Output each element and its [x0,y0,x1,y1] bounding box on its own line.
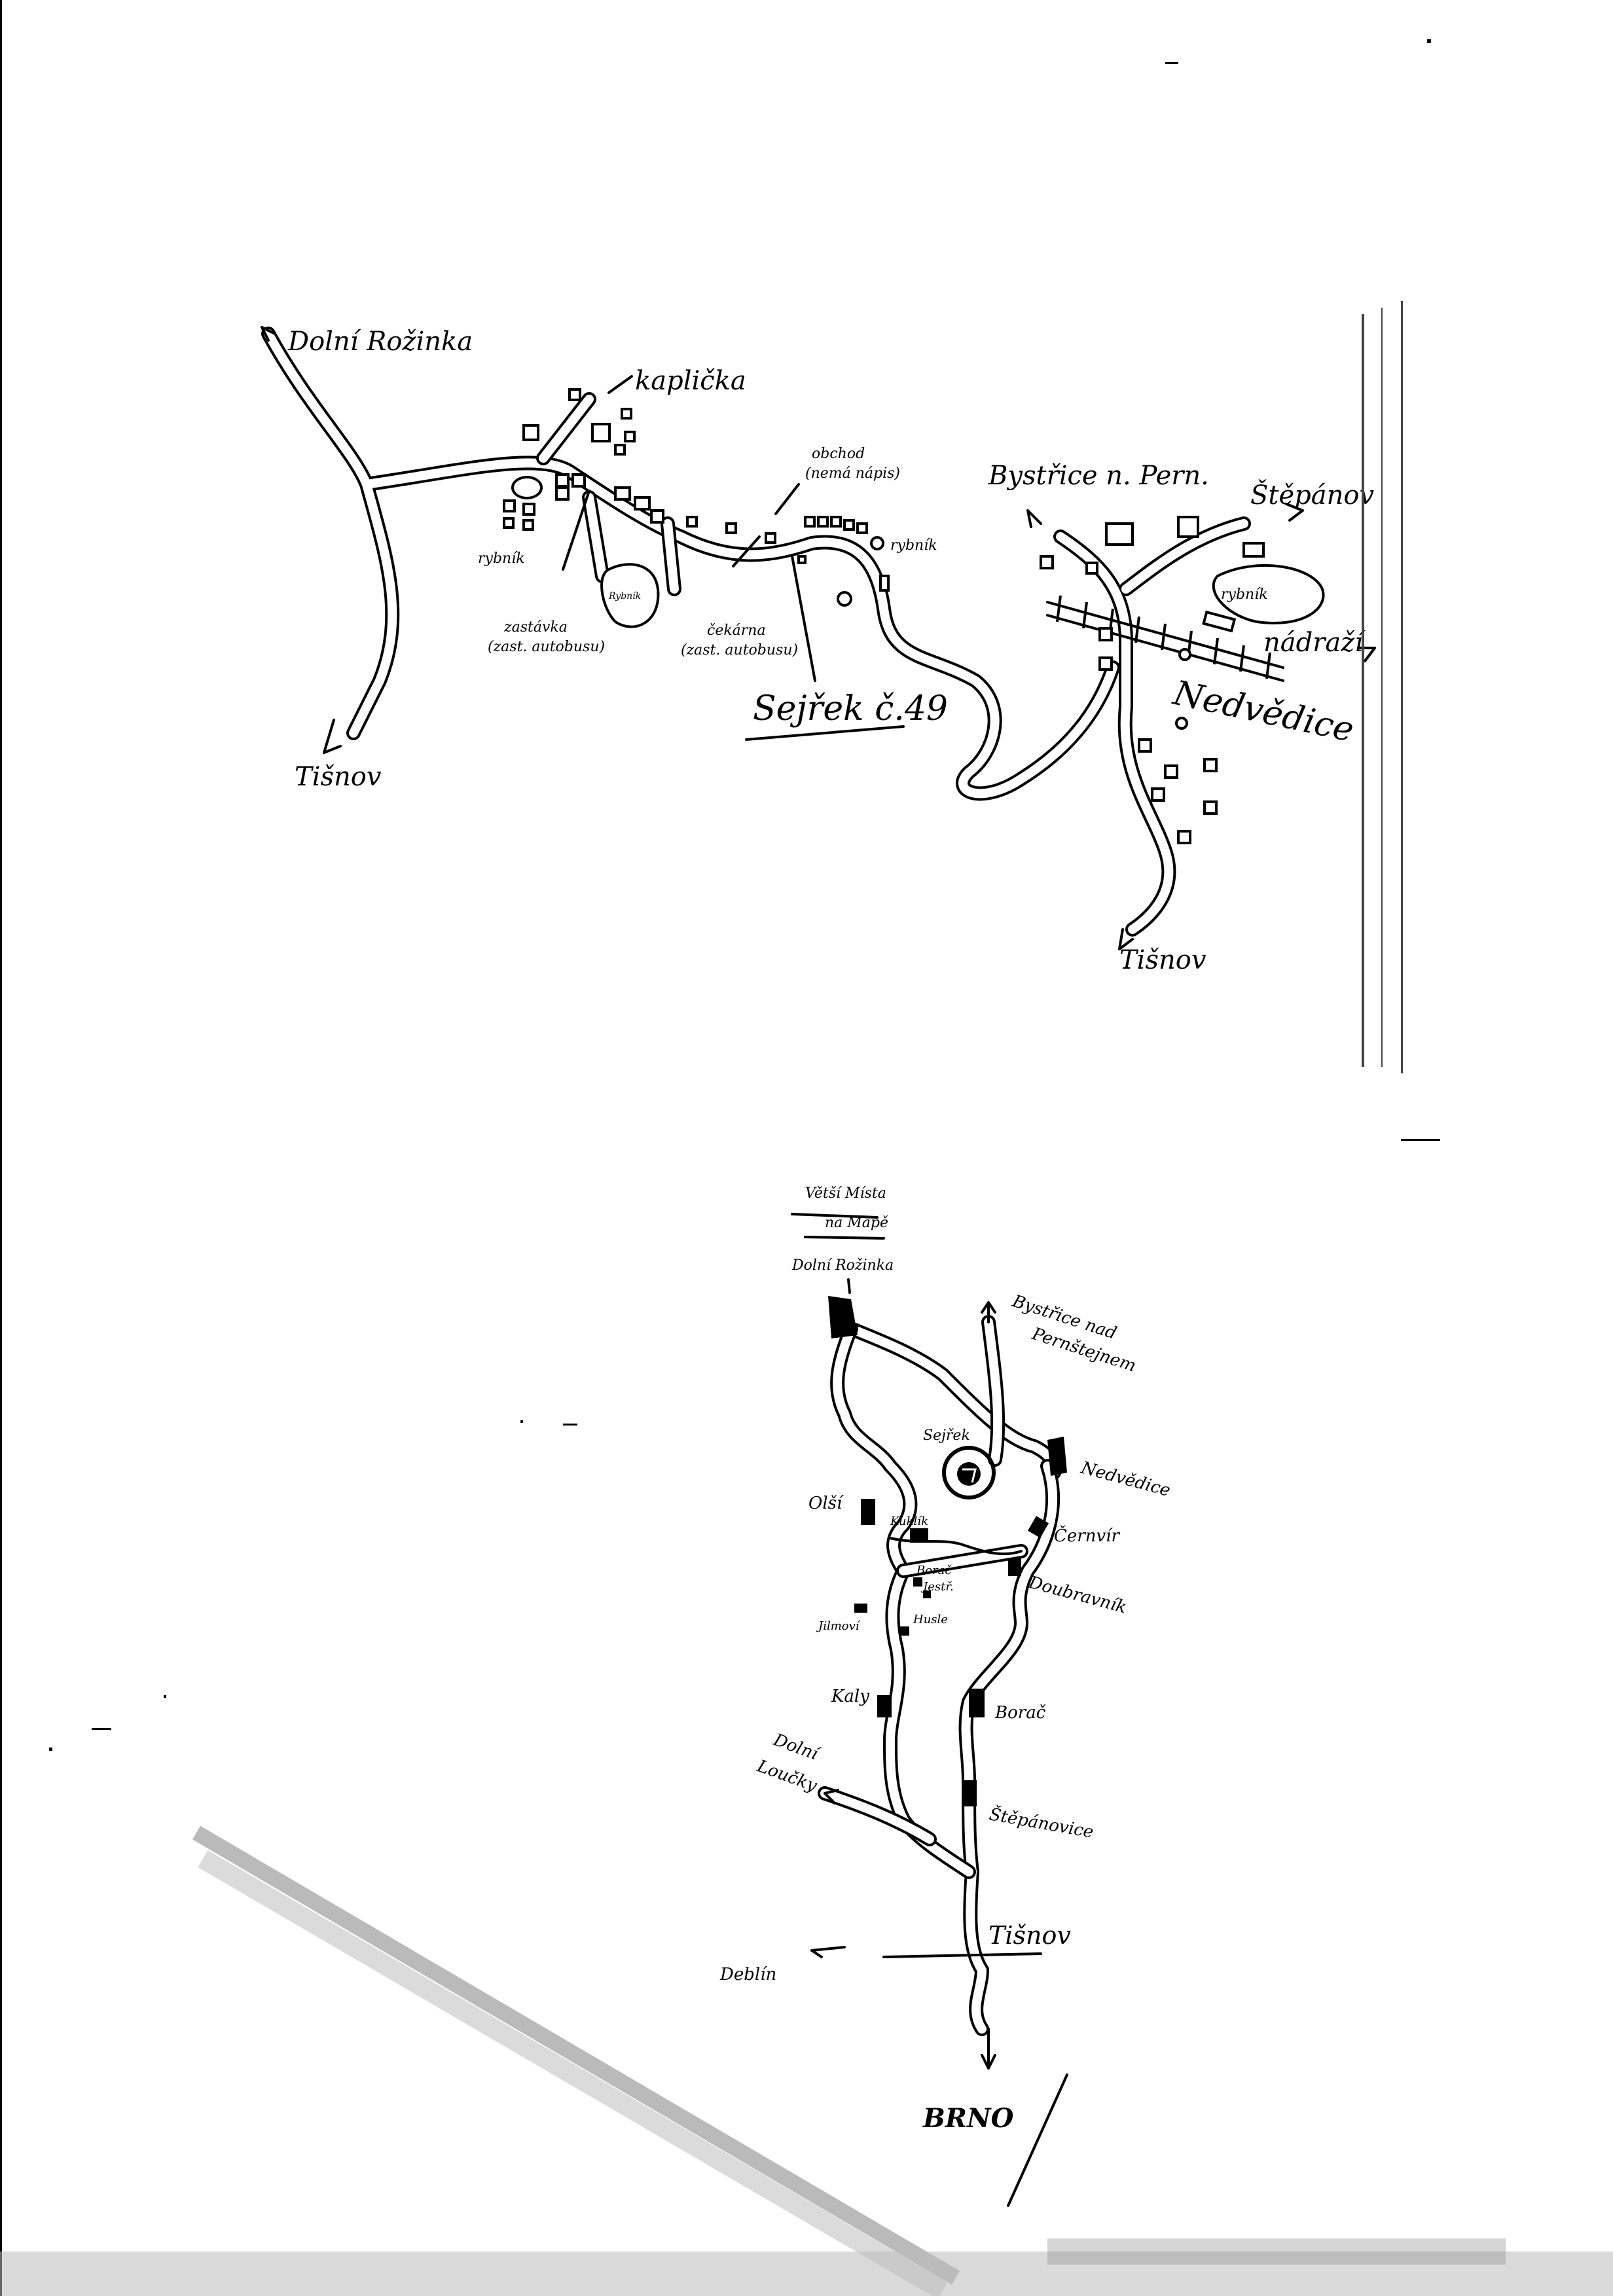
label-jilmovi: Jilmoví [816,1619,861,1633]
bottom-map: Větší Místa na Mapě Dolní Rožinka Bystři… [49,1185,1172,2207]
label-dolni-loucky: Dolní [770,1730,823,1765]
label-kaplicka: kaplička [635,366,746,396]
label-cerrnvir: Černvír [1054,1525,1120,1546]
arrow-north-icon [847,1278,851,1294]
label-nedvedice-b: Nedvědice [1078,1458,1172,1501]
label-header-1: Větší Místa [805,1185,886,1202]
arrow-nadrazi-icon [1357,647,1376,662]
houses-top [503,388,1265,844]
label-nadrazi: nádraží [1263,628,1366,658]
main-road-top [261,327,1120,801]
sejrek-marker [942,1446,996,1499]
label-zastavka-2-note: (zast. autobusu) [681,642,798,658]
label-kuklik: Kuklík [890,1515,928,1528]
label-kaly: Kaly [831,1687,869,1706]
arrow-brno-icon [981,2028,996,2070]
label-local-2: Jestř. [920,1580,954,1594]
label-zastavka-1: zastávka [503,619,568,636]
label-obchod: obchod [812,446,865,462]
label-brno: BRNO [922,2103,1014,2134]
railway-line [1046,601,1284,669]
label-tisnov-b: Tišnov [988,1921,1071,1950]
label-olsi: Olší [808,1494,844,1513]
top-map: Dolní Rožinka kaplička obchod (nemá nápi… [261,301,1403,1073]
arrow-bystrice-icon [981,1301,996,1323]
label-sejrek-b: Sejřek [923,1427,970,1444]
label-borac: Borač [994,1703,1046,1723]
label-rybnik-mid: rybník [890,537,937,554]
label-sejrek: Sejřek č.49 [753,689,948,728]
label-rybnik-pond: Rybník [608,591,641,601]
label-doubravnik: Doubravník [1026,1573,1129,1618]
label-stepanovice: Štěpánovice [988,1803,1095,1842]
arrow-doblin-icon [810,1946,846,1958]
label-zastavka-2: čekárna [707,622,766,639]
arrow-up-icon [261,326,276,342]
arrow-down-icon [1118,928,1134,950]
arrow-up-left-icon [1026,509,1042,528]
label-doblin: Deblín [719,1965,776,1984]
road-doblin-line [882,1952,1042,1958]
arrow-right-icon [1285,503,1304,522]
arrow-loucky-icon [824,1789,839,1804]
pond-right [1212,564,1325,624]
village-markers [828,1296,1067,1806]
label-husle: Husle [913,1613,948,1626]
label-tisnov-left: Tišnov [295,762,382,792]
label-tisnov-right: Tišnov [1119,945,1206,975]
label-stepanov: Štěpánov [1250,480,1374,511]
label-bystrice: Bystřice n. Pern. [988,461,1209,491]
label-dolni-rozinka: Dolní Rožinka [287,327,473,357]
pond-left [511,476,543,499]
label-rybnik-right: rybník [1221,586,1268,603]
label-rybnik-left: rybník [478,550,525,567]
arrow-down-left-icon [323,719,342,754]
pond-rybnik [600,563,660,628]
label-obchod-note: (nemá nápis) [805,465,900,482]
label-nedvedice: Nedvědice [1169,673,1357,750]
scan-noise-right [1362,301,1403,1073]
label-local-1: Borač [916,1564,952,1577]
label-zastavka-1-note: (zast. autobusu) [488,639,605,655]
label-dolni-rozinka-b: Dolní Rožinka [791,1257,894,1274]
